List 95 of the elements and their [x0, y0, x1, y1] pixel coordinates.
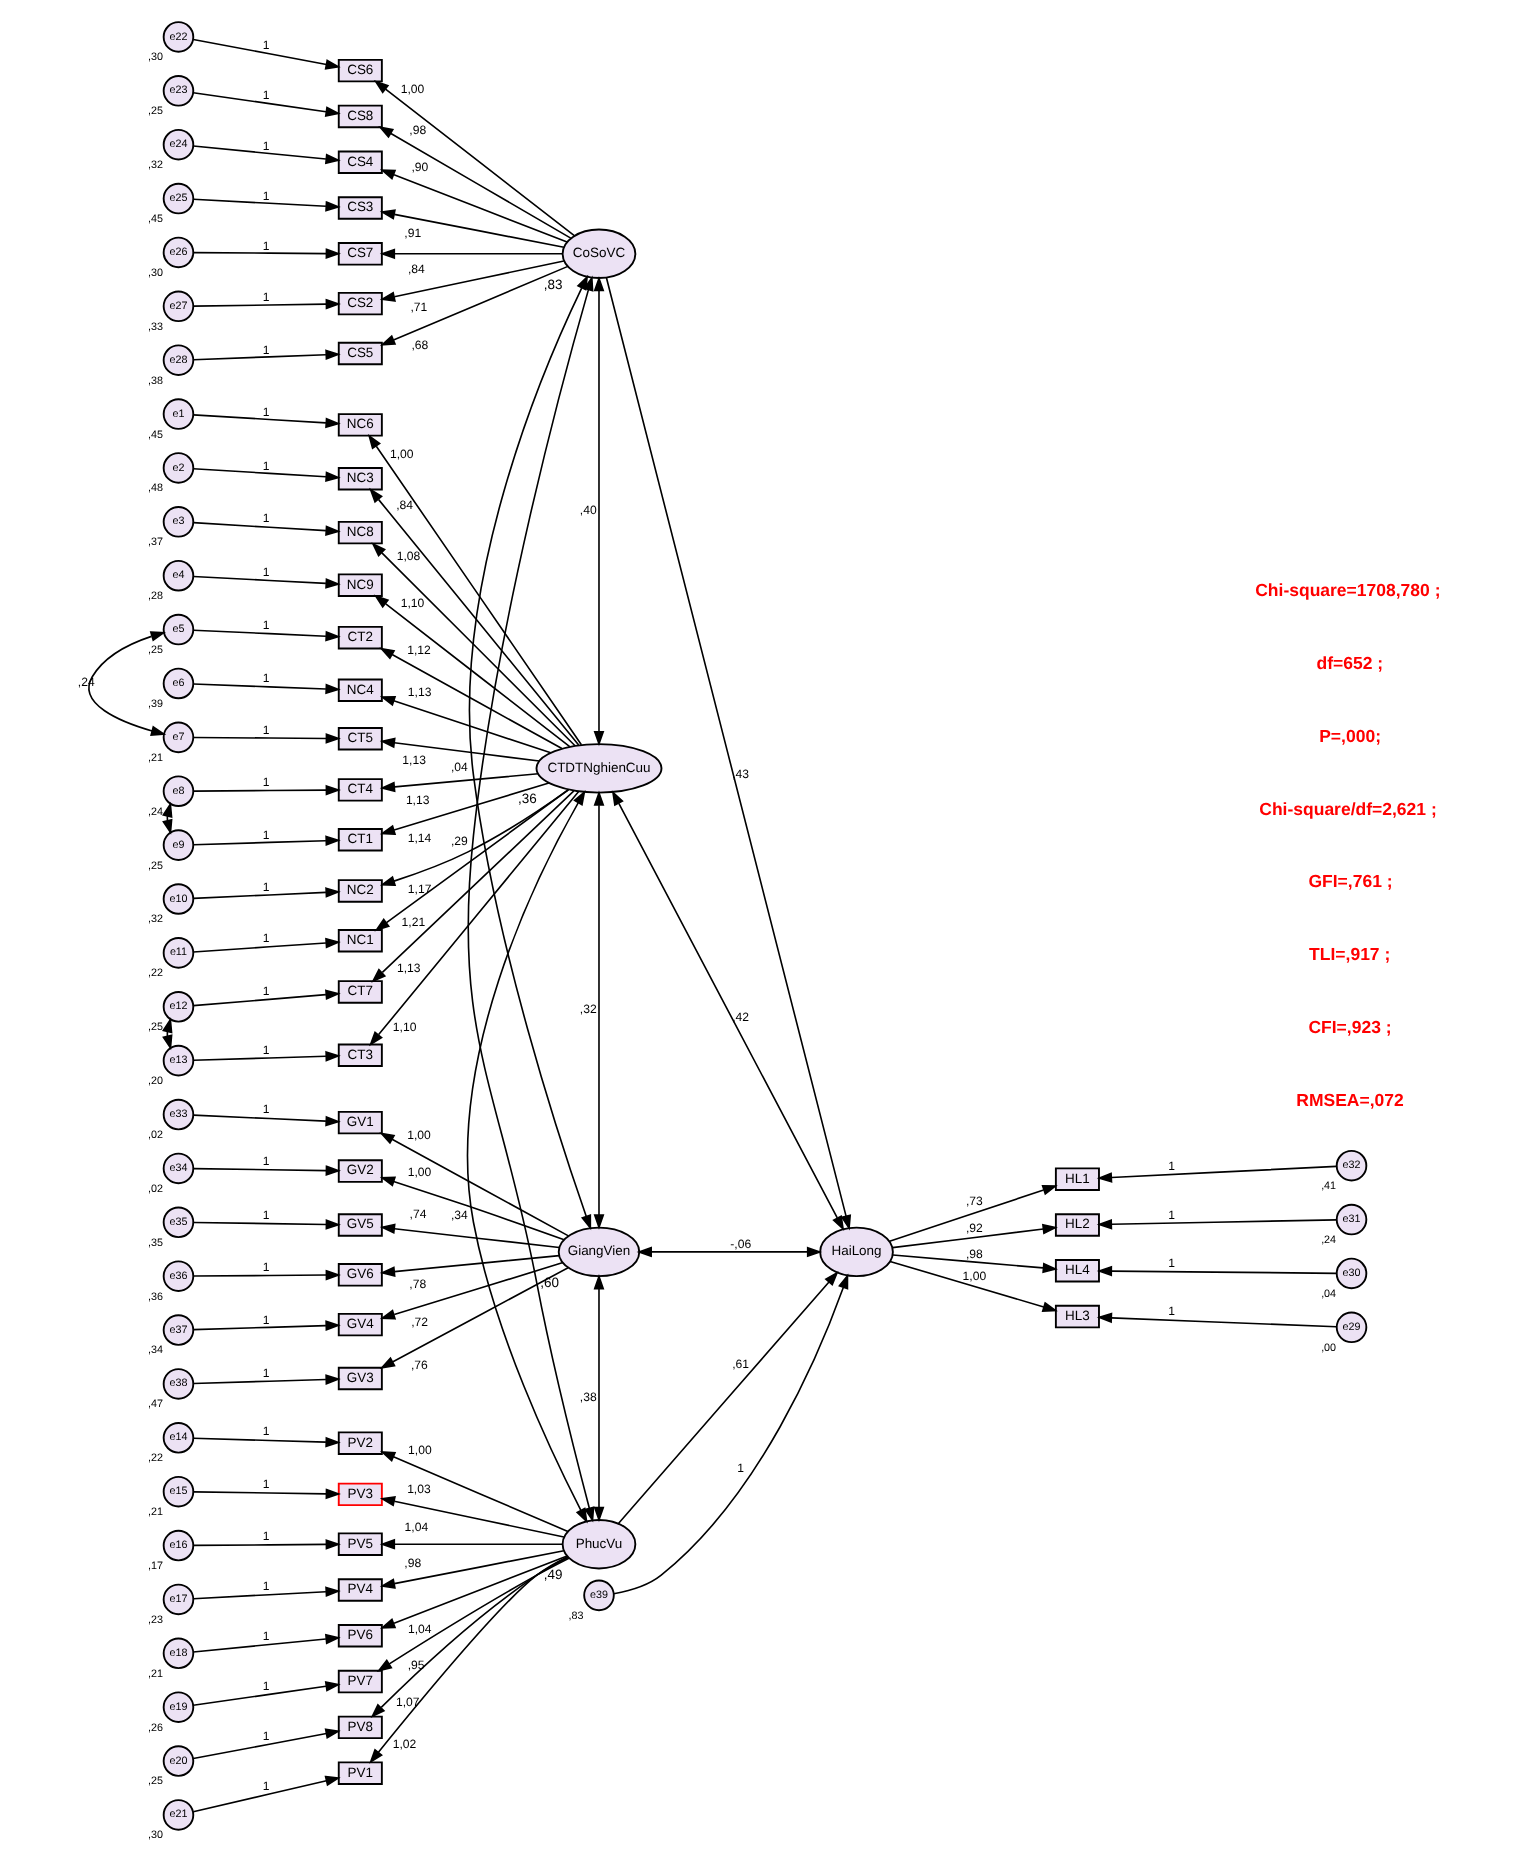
- label: P=,000;: [1319, 725, 1381, 746]
- arrow: [379, 1538, 563, 1550]
- label: Chi-square/df=2,621 ;: [1259, 798, 1437, 819]
- arrow: [369, 487, 580, 746]
- arrow: [371, 790, 575, 983]
- arrow: [379, 1223, 561, 1249]
- arrow: [192, 683, 341, 695]
- arrow: [379, 265, 569, 346]
- arrow: [192, 198, 341, 212]
- arrow: [369, 1556, 568, 1764]
- arrow: [376, 1557, 570, 1672]
- arrow: [370, 1556, 570, 1719]
- arrow: [192, 1114, 341, 1127]
- arrow: [379, 695, 552, 754]
- arrow: [192, 1436, 341, 1448]
- arrow: [192, 1050, 341, 1062]
- arrow: [192, 989, 341, 1007]
- arrow: [379, 260, 565, 302]
- arrow: [611, 790, 845, 1232]
- arrow: [636, 1246, 823, 1258]
- arrow: [193, 298, 341, 310]
- arrow: [612, 1273, 849, 1595]
- arrow: [192, 937, 341, 953]
- arrow: [379, 1451, 569, 1533]
- label: CFI=,923 ;: [1308, 1016, 1392, 1037]
- arrow: [379, 1549, 565, 1589]
- arrow: [369, 790, 580, 1047]
- arrow: [379, 782, 550, 835]
- arrow: [605, 277, 852, 1231]
- arrow: [593, 1274, 605, 1523]
- arrow: [192, 467, 341, 483]
- arrow: [192, 145, 341, 165]
- arrow: [192, 1681, 341, 1707]
- arrow: [379, 248, 563, 260]
- arrow: [192, 1320, 341, 1332]
- arrow: [193, 1269, 341, 1281]
- arrow: [193, 733, 341, 744]
- arrow: [192, 575, 341, 589]
- arrow: [891, 1223, 1058, 1249]
- arrow: [192, 887, 341, 900]
- arrow: [192, 414, 341, 429]
- arrow: [379, 209, 565, 249]
- arrow: [468, 274, 592, 1231]
- label: RMSEA=,072: [1296, 1089, 1404, 1110]
- arrow: [379, 1254, 561, 1277]
- arrow: [192, 629, 341, 642]
- arrow: [617, 1270, 839, 1524]
- arrow: [379, 737, 541, 762]
- arrow: [1096, 1165, 1338, 1183]
- arrow: [192, 1728, 341, 1760]
- arrow: [371, 542, 576, 747]
- label: df=652 ;: [1316, 653, 1384, 674]
- arrow: [192, 835, 341, 847]
- arrow: [192, 521, 341, 536]
- label: TLI=,917 ;: [1309, 944, 1391, 965]
- arrow: [193, 1165, 341, 1176]
- arrow: [367, 433, 583, 746]
- arrow: [192, 1633, 341, 1653]
- arrow: [1096, 1265, 1338, 1277]
- arrow: [1096, 1218, 1338, 1230]
- arrow: [379, 1496, 565, 1538]
- arrow: [192, 91, 341, 117]
- arrow: [379, 772, 540, 793]
- arrow: [378, 125, 572, 239]
- label: Chi-square=1708,780 ;: [1255, 580, 1441, 601]
- arrow: [467, 790, 588, 1524]
- arrow: [379, 1555, 568, 1629]
- arrow: [193, 784, 341, 796]
- arrow: [379, 1261, 564, 1320]
- arrow: [379, 647, 563, 750]
- arrow: [373, 80, 576, 237]
- arrow: [593, 275, 605, 747]
- arrow: [193, 1219, 341, 1230]
- arrow: [373, 594, 571, 748]
- arrow: [593, 790, 605, 1230]
- arrow: [379, 1132, 570, 1237]
- arrow: [892, 1254, 1058, 1274]
- arrow: [379, 169, 568, 243]
- arrow: [192, 1775, 341, 1813]
- arrow: [467, 275, 595, 1523]
- arrow: [379, 1176, 565, 1241]
- arrow: [192, 1374, 341, 1385]
- arrow: [193, 1539, 341, 1550]
- arrow: [374, 788, 570, 932]
- arrow: [379, 1266, 569, 1369]
- arrow: [88, 631, 167, 736]
- arrow: [193, 248, 341, 259]
- arrow: [192, 38, 341, 70]
- arrow: [192, 1586, 341, 1600]
- arrow: [889, 1260, 1058, 1312]
- label: GFI=,761 ;: [1308, 871, 1393, 892]
- arrow: [1096, 1312, 1338, 1328]
- arrow: [192, 349, 341, 361]
- arrow: [888, 1185, 1058, 1243]
- arrow: [193, 1488, 341, 1500]
